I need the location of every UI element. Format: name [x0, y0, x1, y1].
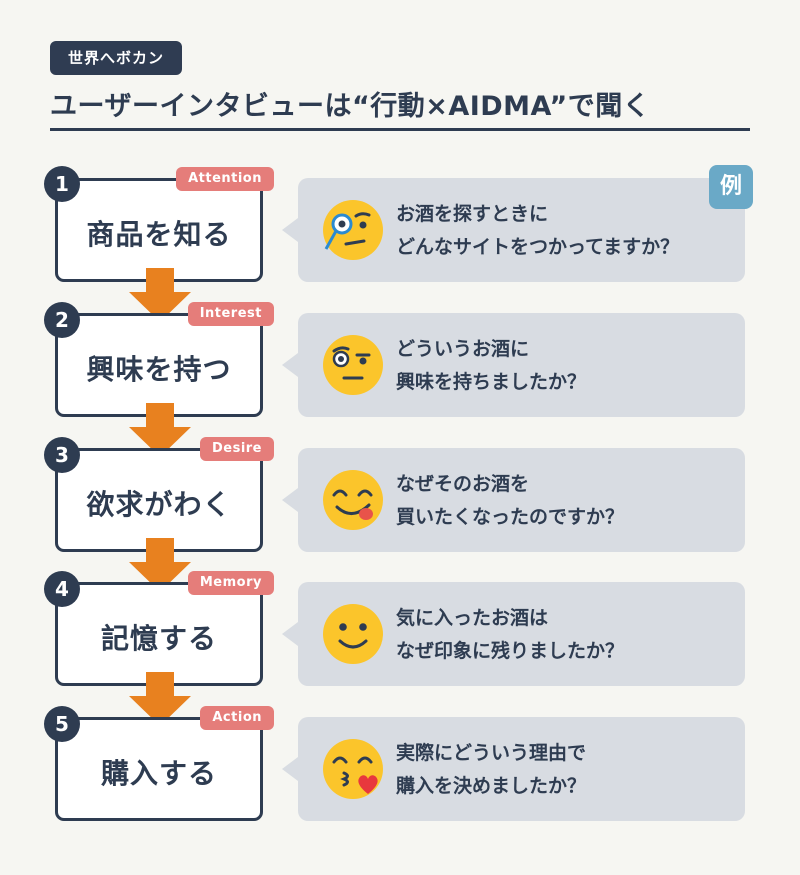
face-with-monocle-icon [323, 200, 383, 260]
example-tag: 例 [709, 165, 753, 209]
face-blowing-kiss-icon [323, 739, 383, 799]
stage-tag-attention: Attention [176, 167, 274, 191]
step-label: 商品を知る [86, 218, 232, 251]
down-arrow-icon [129, 403, 191, 457]
question-bubble: 気に入ったお酒は なぜ印象に残りましたか？ [282, 582, 745, 686]
down-arrow-icon [129, 268, 191, 322]
step-box-desire: 欲求がわく [55, 448, 263, 552]
question-line: 買いたくなったのですか？ [396, 506, 625, 528]
stage-tag-interest: Interest [187, 302, 274, 326]
slightly-smiling-face-icon [323, 604, 383, 664]
step-number-badge: 3 [44, 437, 80, 473]
question-bubble: なぜそのお酒を 買いたくなったのですか？ [282, 448, 745, 552]
step-box-interest: 興味を持つ [55, 313, 263, 417]
step-number-badge: 1 [44, 166, 80, 202]
question-line: どういうお酒に [396, 338, 530, 360]
question-line: なぜそのお酒を [396, 473, 530, 495]
question-line: 気に入ったお酒は [396, 607, 549, 629]
question-line: 興味を持ちましたか？ [396, 371, 587, 393]
question-line: 実際にどういう理由で [396, 742, 587, 764]
question-line: なぜ印象に残りましたか？ [396, 640, 625, 662]
step-label: 欲求がわく [86, 488, 232, 521]
question-bubble: どういうお酒に 興味を持ちましたか？ [282, 313, 745, 417]
step-box-memory: 記憶する [55, 582, 263, 686]
stage-tag-action: Action [200, 706, 274, 730]
page-title: ユーザーインタビューは“行動×AIDMA”で聞く [50, 91, 651, 122]
face-savoring-food-icon [323, 470, 383, 530]
question-line: お酒を探すときに [396, 203, 549, 225]
question-bubble: 実際にどういう理由で 購入を決めましたか？ [282, 717, 745, 821]
step-box-attention: 商品を知る [55, 178, 263, 282]
down-arrow-icon [129, 672, 191, 726]
question-line: どんなサイトをつかってますか？ [396, 236, 680, 258]
step-number-badge: 4 [44, 571, 80, 607]
question-line: 購入を決めましたか？ [396, 775, 587, 797]
stage-tag-desire: Desire [199, 437, 274, 461]
step-label: 購入する [100, 757, 217, 790]
step-label: 興味を持つ [86, 353, 232, 386]
step-number-badge: 5 [44, 706, 80, 742]
stage-tag-memory: Memory [187, 571, 274, 595]
down-arrow-icon [129, 538, 191, 592]
step-box-action: 購入する [55, 717, 263, 821]
title-underline [50, 128, 750, 131]
question-bubble: お酒を探すときに どんなサイトをつかってますか？ [282, 178, 745, 282]
brand-badge: 世界へボカン [50, 41, 183, 75]
step-number-badge: 2 [44, 302, 80, 338]
step-label: 記憶する [100, 622, 217, 655]
face-with-raised-eyebrow-icon [323, 335, 383, 395]
